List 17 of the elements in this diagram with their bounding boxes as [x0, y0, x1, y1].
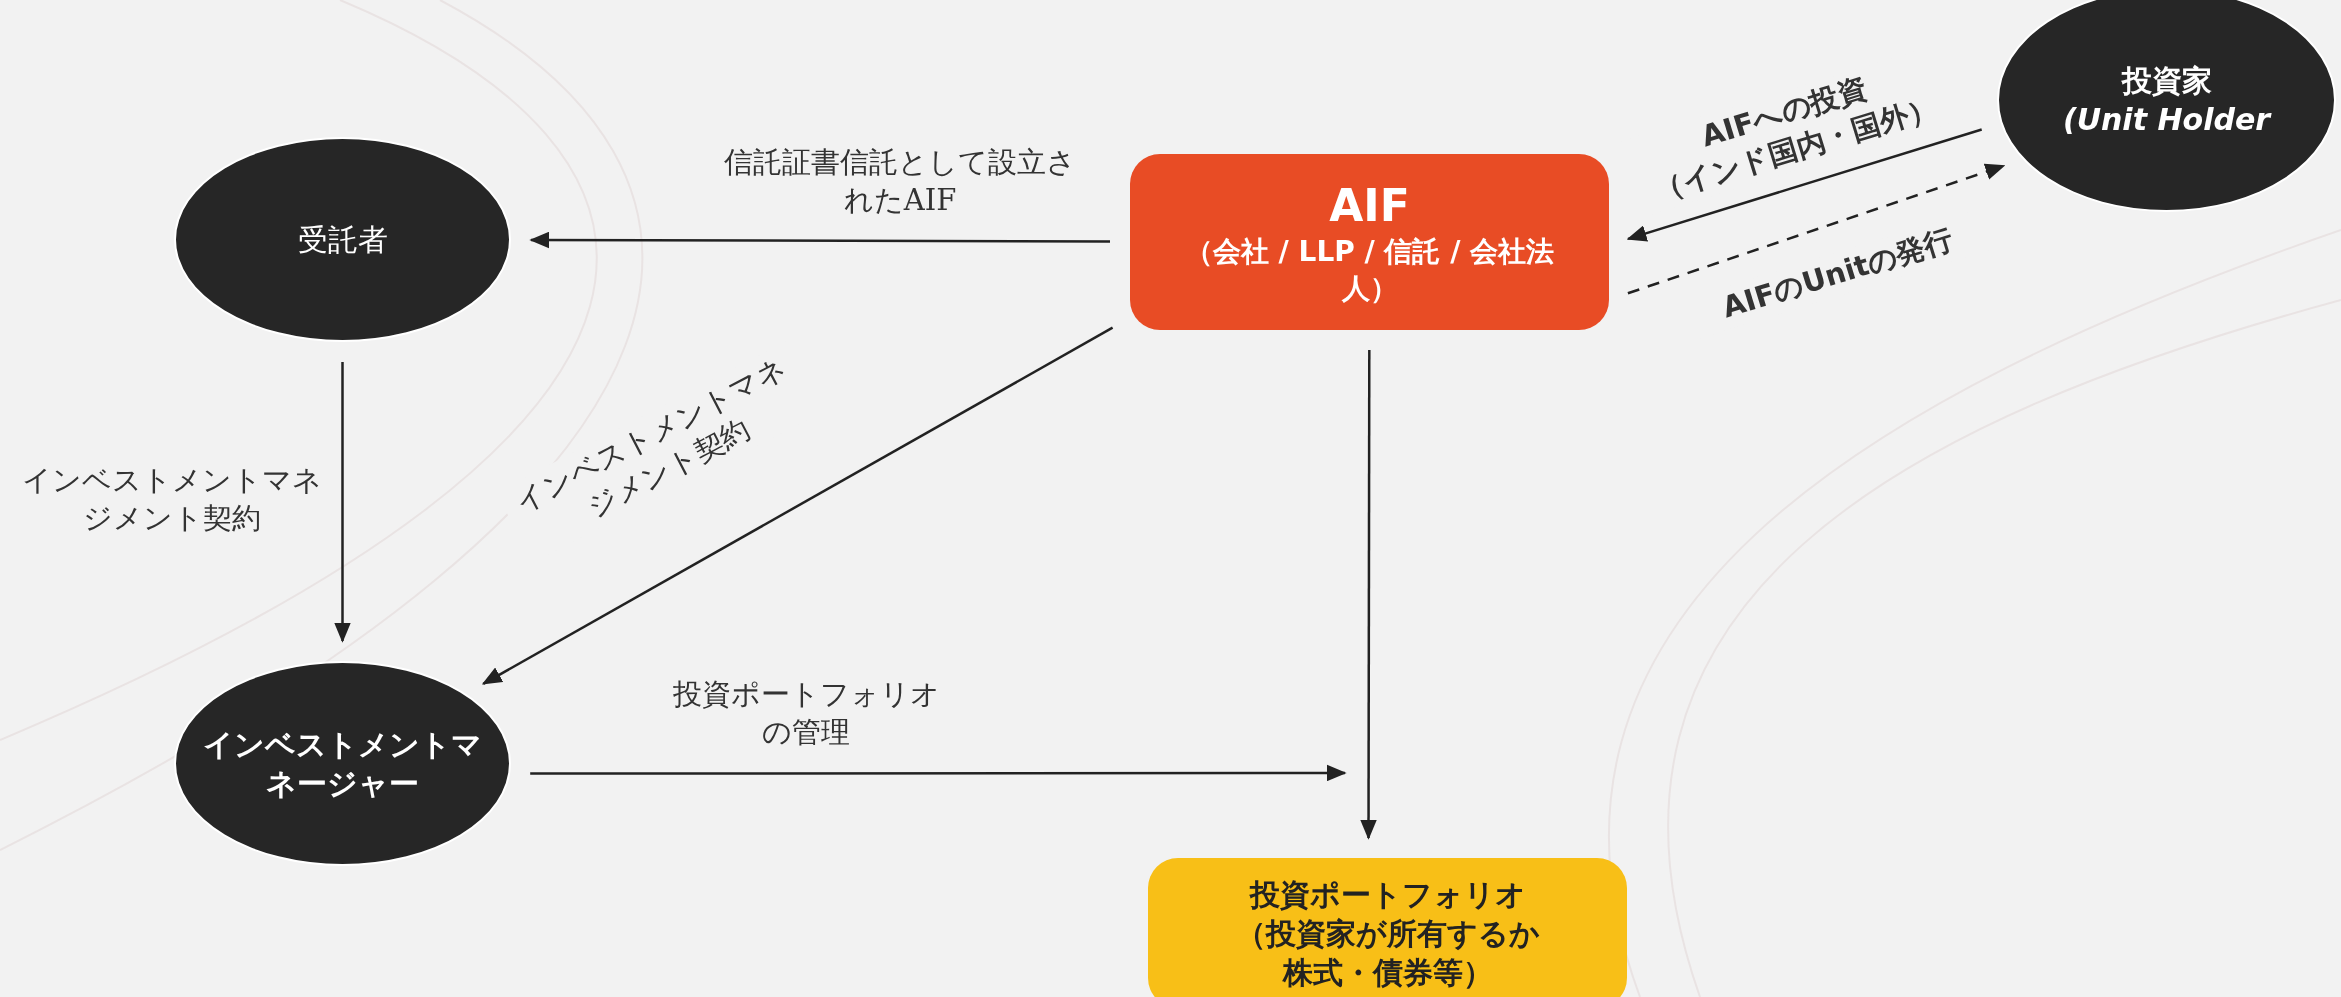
arrow — [481, 326, 1114, 685]
node-title: 投資ポートフォリオ — [1249, 875, 1526, 914]
node-title: 投資家 — [2121, 62, 2212, 100]
arrow — [1626, 128, 1983, 242]
node-subtitle: （会社 / LLP / 信託 / 会社法人） — [1183, 234, 1556, 307]
node-title: 受託者 — [297, 221, 388, 259]
node-title: AIF — [1329, 179, 1410, 233]
portfolio-box — [1148, 858, 1627, 997]
node-subtitle: (Unit Holder — [2062, 101, 2271, 139]
dashed-arrow — [1627, 163, 2006, 295]
arrow — [529, 231, 1110, 249]
node-title: インベストメントマネージャー — [202, 725, 483, 803]
node-subtitle: （投資家が所有するか株式・債券等） — [1234, 914, 1541, 992]
arrow — [530, 764, 1347, 782]
fund-box — [1130, 154, 1609, 330]
arrow — [334, 362, 351, 643]
arrow — [1360, 350, 1377, 840]
